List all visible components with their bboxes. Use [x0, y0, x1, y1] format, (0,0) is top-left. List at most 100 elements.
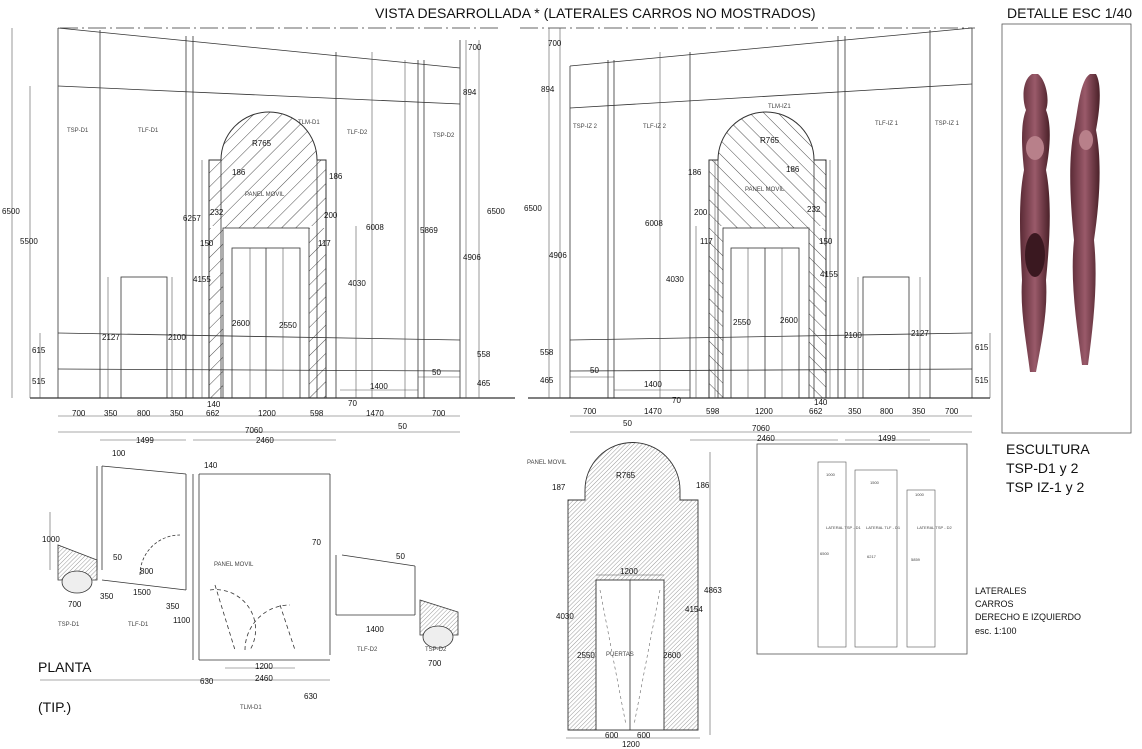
- dim: 350: [166, 602, 180, 611]
- dim: 4863: [704, 586, 722, 595]
- right-dimension-lines: [548, 28, 991, 441]
- laterales-panels: [817, 461, 936, 648]
- dim: 70: [348, 399, 357, 408]
- lateral-panel-3-side: 5859: [911, 557, 920, 562]
- detail-frame: [1001, 23, 1132, 434]
- dim: 1200: [620, 567, 638, 576]
- dim: 2127: [911, 329, 929, 338]
- dim: 117: [700, 237, 713, 246]
- dim: 4155: [820, 270, 838, 279]
- dim: 700: [68, 600, 82, 609]
- lateral-panel-2-top: 1500: [870, 480, 879, 485]
- dim: 350: [912, 407, 926, 416]
- dim: 100: [112, 449, 126, 458]
- lateral-panel-3-name: LATERAL TSP - D2: [917, 525, 952, 530]
- dim: 6500: [524, 204, 542, 213]
- dim: 800: [137, 409, 151, 418]
- dim: 2127: [102, 333, 120, 342]
- dim: 187: [552, 483, 566, 492]
- dim: 2460: [255, 674, 273, 683]
- dim: 700: [945, 407, 959, 416]
- dim: 6008: [645, 219, 663, 228]
- dim: 140: [204, 461, 218, 470]
- detail-panel-label: PANEL MOVIL: [527, 460, 567, 466]
- zone-label: TLF-IZ 2: [643, 124, 667, 130]
- dim: 70: [312, 538, 321, 547]
- zone-label: TLF-D1: [138, 128, 159, 134]
- zone-label: TSP-IZ 1: [935, 121, 960, 127]
- dim: 4030: [666, 275, 684, 284]
- dim: 4030: [348, 279, 366, 288]
- dim: 630: [200, 677, 214, 686]
- zone-label: TLF-IZ 1: [875, 121, 899, 127]
- dim: 2600: [780, 316, 798, 325]
- laterales-caption-3: DERECHO E IZQUIERDO: [975, 612, 1082, 622]
- dim: 117: [318, 239, 331, 248]
- dim: 50: [432, 368, 441, 377]
- dim: 232: [807, 205, 821, 214]
- dim: 700: [548, 39, 562, 48]
- dim: 7060: [752, 424, 770, 433]
- dim: 1499: [878, 434, 896, 443]
- dim: 700: [583, 407, 597, 416]
- dim: 598: [706, 407, 720, 416]
- dim: 232: [210, 208, 224, 217]
- dim: 200: [694, 208, 708, 217]
- dim: 2460: [256, 436, 274, 445]
- dim: 2550: [577, 651, 595, 660]
- dim: 615: [975, 343, 989, 352]
- dim: 1470: [644, 407, 662, 416]
- lateral-panel-1-top: 1000: [826, 472, 835, 477]
- dim: 465: [477, 379, 491, 388]
- dim: 1499: [136, 436, 154, 445]
- dim: 4906: [549, 251, 567, 260]
- left-dimension-lines: [11, 28, 480, 441]
- dim: 1200: [622, 740, 640, 749]
- main-title: VISTA DESARROLLADA * (LATERALES CARROS N…: [375, 5, 816, 21]
- dim: 600: [637, 731, 651, 740]
- dim: 2550: [733, 318, 751, 327]
- lateral-panel-3-top: 1000: [915, 492, 924, 497]
- dim: 558: [540, 348, 554, 357]
- sculpture-caption-2: TSP-D1 y 2: [1006, 460, 1079, 476]
- dim: 2600: [232, 319, 250, 328]
- dim: 186: [688, 168, 702, 177]
- dim: 50: [590, 366, 599, 375]
- zone-label: TSP-IZ 2: [573, 124, 598, 130]
- dim: 50: [623, 419, 632, 428]
- dim: 1400: [644, 380, 662, 389]
- dim: 2550: [279, 321, 297, 330]
- dim: 800: [880, 407, 894, 416]
- dim: 5500: [20, 237, 38, 246]
- lateral-panel-1-side: 6500: [820, 551, 829, 556]
- planta-subtitle: (TIP.): [38, 699, 72, 715]
- zone-label: TLM-D1: [298, 120, 320, 126]
- dim: 140: [207, 400, 221, 409]
- dim: 630: [304, 692, 318, 701]
- planta-label: TLF-D2: [357, 647, 378, 653]
- dim: 598: [310, 409, 324, 418]
- dim: 662: [809, 407, 823, 416]
- detail-center-label: PUERTAS: [606, 652, 634, 658]
- dim: 1200: [258, 409, 276, 418]
- dim: 600: [605, 731, 619, 740]
- radius-label: R765: [252, 139, 272, 148]
- planta-bases: [57, 544, 459, 649]
- dim: 1400: [366, 625, 384, 634]
- sculpture-caption-1: ESCULTURA: [1006, 441, 1090, 457]
- dim: 186: [786, 165, 800, 174]
- planta-label: TLM-D1: [240, 705, 262, 711]
- radius-label: R765: [760, 136, 780, 145]
- lateral-panel-2-name: LATERAL TLF - D1: [866, 525, 901, 530]
- dim: 1200: [255, 662, 273, 671]
- dim: 700: [428, 659, 442, 668]
- sculpture-image: [1020, 74, 1100, 372]
- dim: 4030: [556, 612, 574, 621]
- dim: 186: [232, 168, 246, 177]
- dim: 1200: [755, 407, 773, 416]
- dim: 700: [468, 43, 482, 52]
- dim: 894: [541, 85, 555, 94]
- zone-label: TLF-D2: [347, 130, 368, 136]
- lateral-panel-2-side: 6217: [867, 554, 876, 559]
